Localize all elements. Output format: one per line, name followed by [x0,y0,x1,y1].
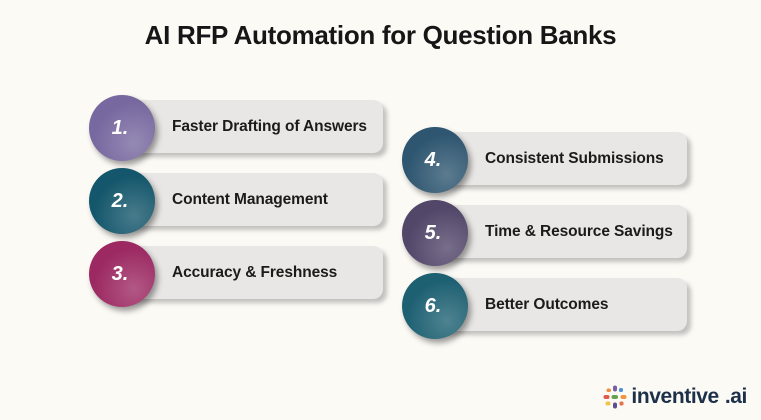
benefit-bar-2: Content Management [122,173,383,226]
benefit-number-2: 2. [111,189,129,212]
benefit-item-1: Faster Drafting of Answers 1. [89,95,383,161]
page-title: AI RFP Automation for Question Banks [144,20,617,50]
logo-suffix: .ai [724,385,748,408]
benefit-label-3: Accuracy & Freshness [172,263,338,281]
benefit-number-badge-1: 1. [89,95,155,161]
benefit-number-1: 1. [111,116,129,139]
benefit-item-6: Better Outcomes 6. [402,273,687,339]
benefit-number-badge-4: 4. [402,127,468,193]
benefit-number-4: 4. [424,148,442,171]
benefit-item-3: Accuracy & Freshness 3. [89,241,383,307]
benefit-bar-6: Better Outcomes [435,278,687,331]
benefit-number-badge-5: 5. [402,200,468,266]
benefit-item-4: Consistent Submissions 4. [402,127,687,193]
inventive-logo: inventive .ai [603,385,747,409]
benefit-item-5: Time & Resource Savings 5. [402,200,687,266]
benefit-number-badge-2: 2. [89,168,155,234]
benefit-bar-1: Faster Drafting of Answers [122,100,383,153]
benefit-label-6: Better Outcomes [485,295,609,313]
benefit-number-6: 6. [424,294,442,317]
benefit-bar-5: Time & Resource Savings [435,205,687,258]
benefit-label-5: Time & Resource Savings [485,222,673,240]
benefit-label-4: Consistent Submissions [485,149,664,167]
benefit-bar-4: Consistent Submissions [435,132,687,185]
benefit-number-badge-3: 3. [89,241,155,307]
colorful-asterisk-icon [603,385,627,409]
benefit-bar-3: Accuracy & Freshness [122,246,383,299]
benefit-number-badge-6: 6. [402,273,468,339]
benefit-number-3: 3. [111,262,129,285]
logo-wordmark: inventive [631,385,719,408]
benefit-number-5: 5. [424,221,442,244]
benefit-label-1: Faster Drafting of Answers [172,117,367,135]
benefit-item-2: Content Management 2. [89,168,383,234]
benefit-label-2: Content Management [172,190,328,208]
